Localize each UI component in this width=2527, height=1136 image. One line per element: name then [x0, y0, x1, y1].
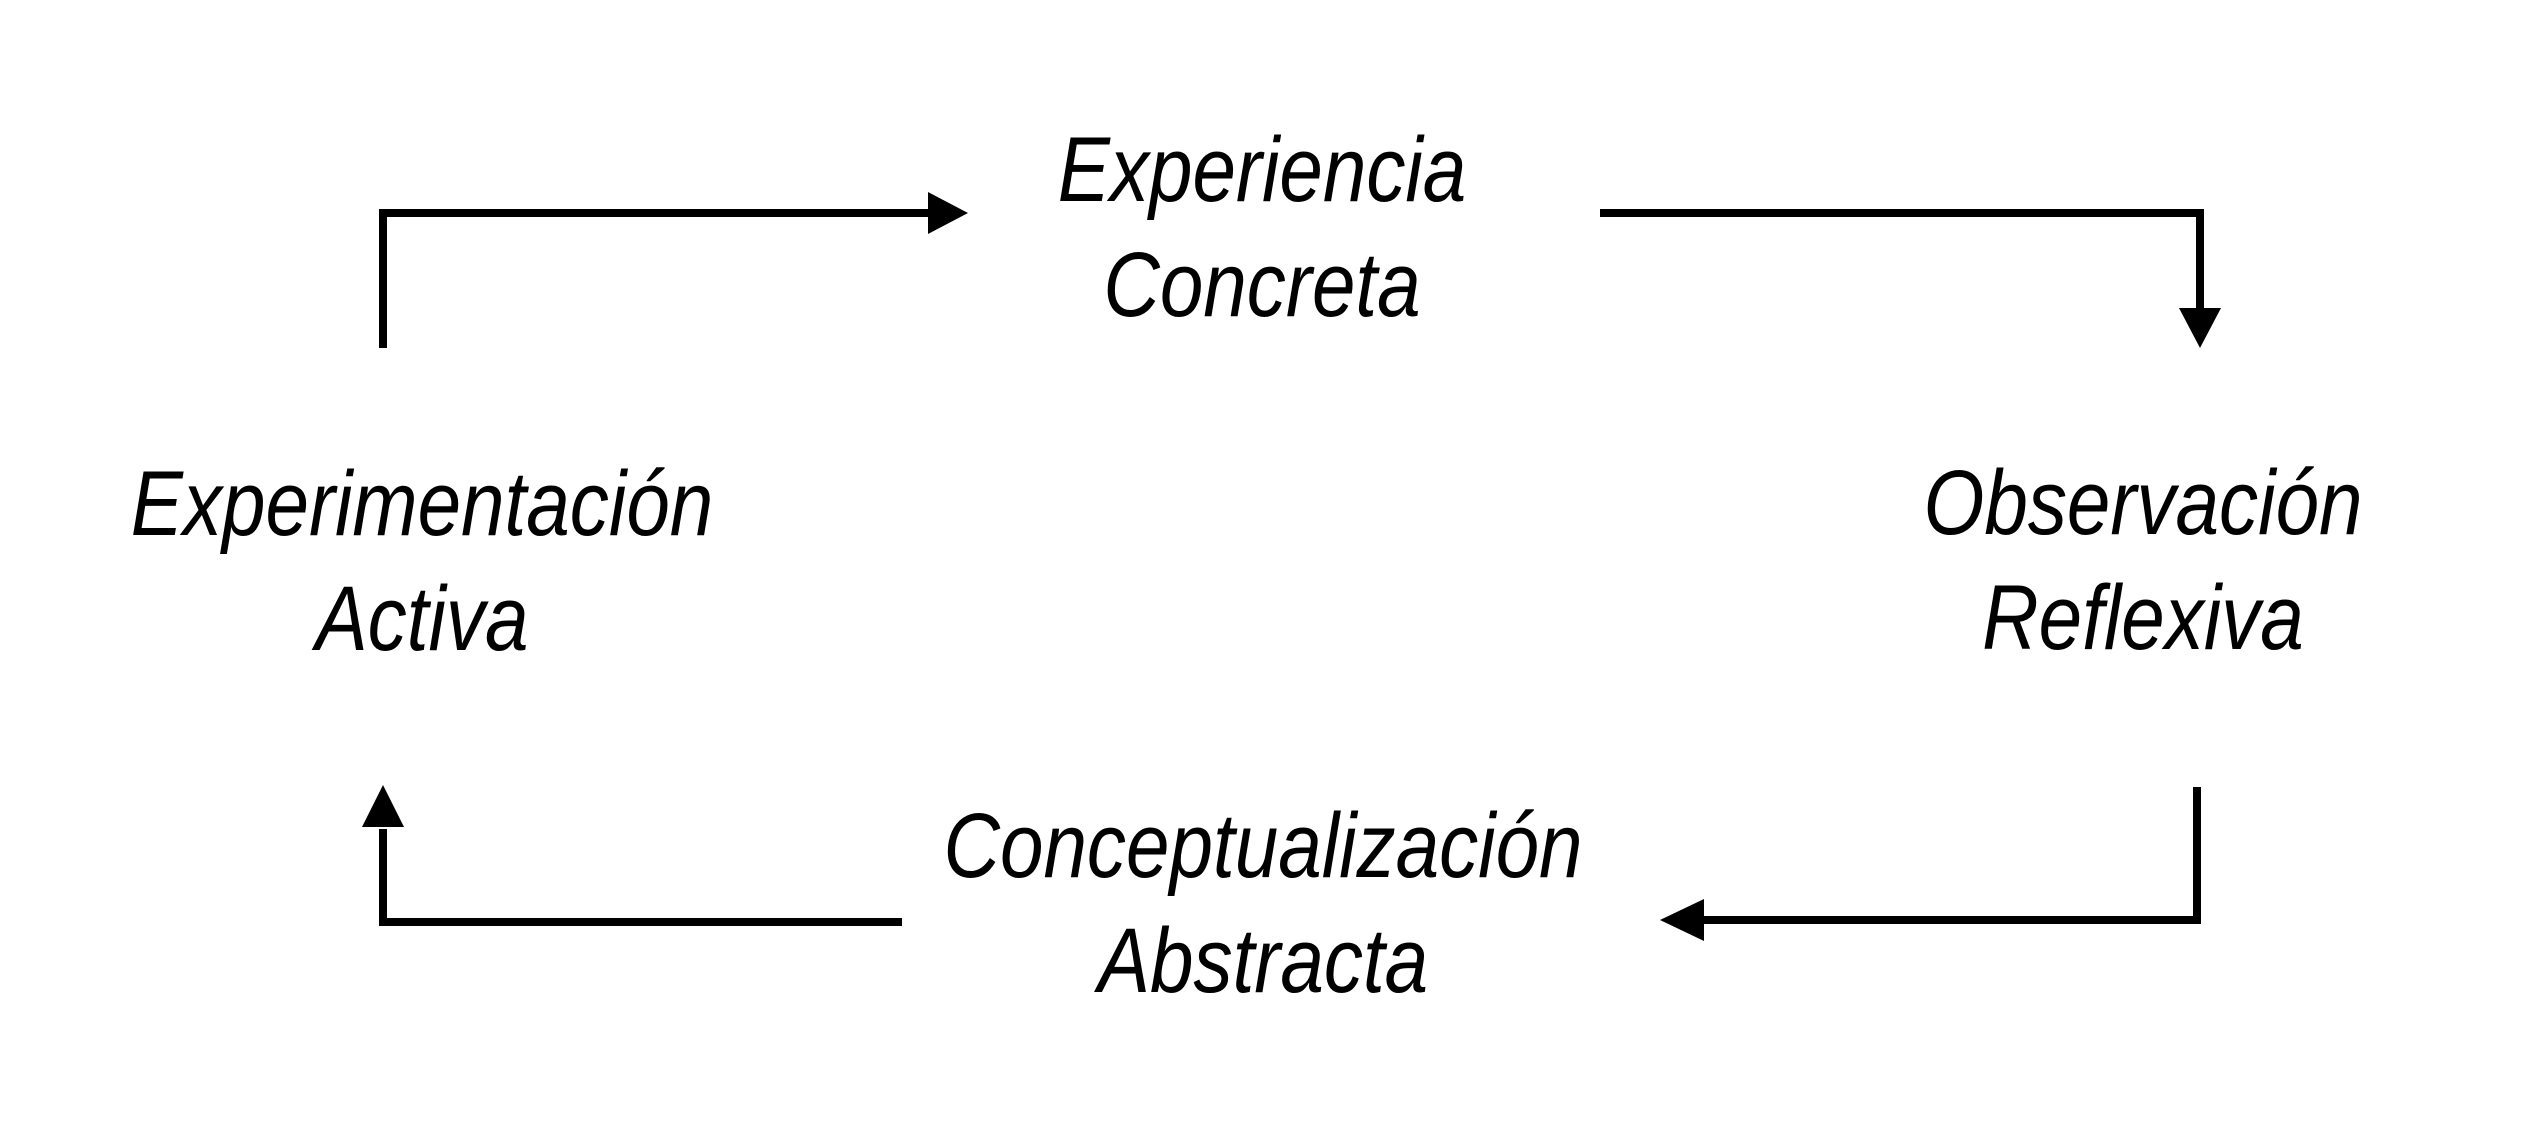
arrow-bottom-to-left	[362, 785, 902, 926]
node-label-line: Abstracta	[1097, 910, 1429, 1012]
arrow-right-to-bottom	[1660, 787, 2201, 941]
node-experimentacion-activa: Experimentación Activa	[82, 447, 762, 677]
node-label-line: Reflexiva	[1982, 567, 2304, 669]
node-label-line: Experimentación	[130, 453, 714, 555]
node-label-line: Experiencia	[1057, 119, 1467, 221]
arrow-top-to-right	[1600, 209, 2221, 348]
node-conceptualizacion-abstracta: Conceptualización Abstracta	[923, 789, 1603, 1019]
node-label-line: Observación	[1923, 452, 2363, 554]
node-label-line: Conceptualización	[943, 795, 1583, 897]
node-label-line: Concreta	[1103, 234, 1421, 336]
node-label-line: Activa	[315, 568, 529, 670]
arrow-left-to-top	[379, 192, 968, 348]
node-observacion-reflexiva: Observación Reflexiva	[1803, 446, 2483, 676]
node-experiencia-concreta: Experiencia Concreta	[922, 113, 1602, 343]
